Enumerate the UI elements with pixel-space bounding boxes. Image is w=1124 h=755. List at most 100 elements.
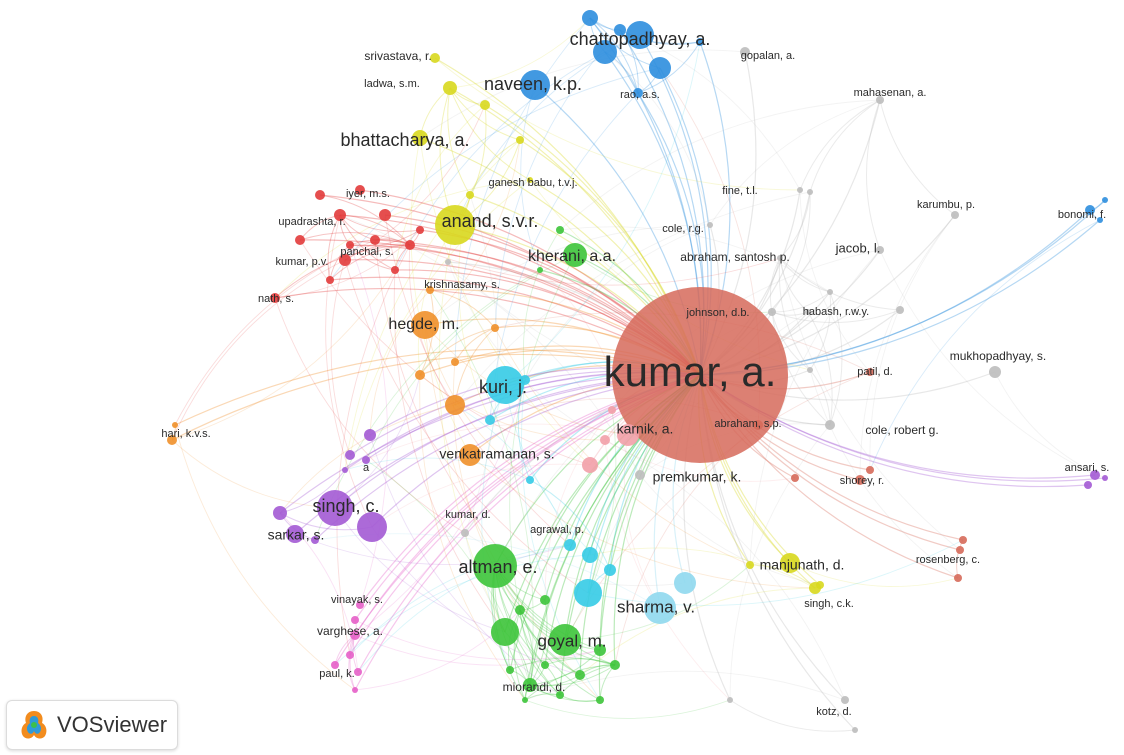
node-label[interactable]: jacob, l. <box>835 240 881 255</box>
unlabeled-node[interactable] <box>866 466 874 474</box>
vosviewer-logo-badge[interactable]: VOSviewer <box>6 700 178 750</box>
node-rao-a-s[interactable] <box>633 88 643 98</box>
unlabeled-node[interactable] <box>574 579 602 607</box>
unlabeled-node[interactable] <box>1084 481 1092 489</box>
node-label[interactable]: altman, e. <box>458 557 537 577</box>
unlabeled-node[interactable] <box>807 367 813 373</box>
node-label[interactable]: kuri, j. <box>479 377 527 397</box>
unlabeled-node[interactable] <box>556 691 564 699</box>
node-label[interactable]: chattopadhyay, a. <box>570 29 711 49</box>
unlabeled-node[interactable] <box>556 226 564 234</box>
node-label[interactable]: kherani, a.a. <box>528 248 616 265</box>
node-label[interactable]: anand, s.v.r. <box>442 211 539 231</box>
node-upadrashta-r[interactable] <box>379 209 391 221</box>
node-label[interactable]: fine, t.l. <box>722 185 757 197</box>
node-label[interactable]: bhattacharya, a. <box>340 130 469 150</box>
unlabeled-node[interactable] <box>674 572 696 594</box>
unlabeled-node[interactable] <box>600 435 610 445</box>
node-singh-c-k[interactable] <box>809 582 821 594</box>
unlabeled-node[interactable] <box>351 616 359 624</box>
unlabeled-node[interactable] <box>334 209 346 221</box>
unlabeled-node[interactable] <box>491 618 519 646</box>
unlabeled-node[interactable] <box>593 40 617 64</box>
node-label[interactable]: hari, k.v.s. <box>161 428 210 440</box>
node-label[interactable]: hegde, m. <box>388 316 459 333</box>
node-label[interactable]: johnson, d.b. <box>686 307 750 319</box>
node-label[interactable]: sharma, v. <box>617 597 695 616</box>
unlabeled-node[interactable] <box>345 450 355 460</box>
node-label[interactable]: habash, r.w.y. <box>803 306 869 318</box>
unlabeled-node[interactable] <box>315 190 325 200</box>
node-anand-s-v-r[interactable] <box>435 205 475 245</box>
node-abraham-santosh-p[interactable] <box>777 255 783 261</box>
node-iyer-m-s[interactable] <box>355 185 365 195</box>
node-mukhopadhyay-s[interactable] <box>989 366 1001 378</box>
unlabeled-node[interactable] <box>608 406 616 414</box>
node-label[interactable]: kotz, d. <box>816 706 851 718</box>
unlabeled-node[interactable] <box>364 429 376 441</box>
node-rosenberg-c[interactable] <box>956 546 964 554</box>
node-label[interactable]: mahasenan, a. <box>854 87 927 99</box>
unlabeled-node[interactable] <box>746 561 754 569</box>
node-label[interactable]: varghese, a. <box>317 624 383 638</box>
node-label[interactable]: manjunath, d. <box>760 557 845 573</box>
node-kumar-p-v[interactable] <box>339 254 351 266</box>
unlabeled-node[interactable] <box>540 595 550 605</box>
unlabeled-node[interactable] <box>326 276 334 284</box>
node-label[interactable]: paul, k. <box>319 668 354 680</box>
node-label[interactable]: rao, a.s. <box>620 89 660 101</box>
node-label[interactable]: krishnasamy, s. <box>424 279 500 291</box>
node-label[interactable]: cole, robert g. <box>865 423 938 437</box>
node-label[interactable]: panchal, s. <box>340 246 393 258</box>
unlabeled-node[interactable] <box>426 286 434 294</box>
unlabeled-node[interactable] <box>954 574 962 582</box>
node-label[interactable]: singh, c. <box>312 496 379 516</box>
node-bonomi-f[interactable] <box>1085 205 1095 215</box>
unlabeled-node[interactable] <box>827 289 833 295</box>
node-kotz-d[interactable] <box>841 696 849 704</box>
unlabeled-node[interactable] <box>370 235 380 245</box>
node-label[interactable]: shorey, r. <box>840 475 884 487</box>
node-label[interactable]: abraham, s.p. <box>714 418 781 430</box>
node-label[interactable]: kumar, p.v. <box>276 256 329 268</box>
unlabeled-node[interactable] <box>516 136 524 144</box>
unlabeled-node[interactable] <box>451 358 459 366</box>
node-sharma-v[interactable] <box>644 592 676 624</box>
unlabeled-node[interactable] <box>959 536 967 544</box>
node-label[interactable]: vinayak, s. <box>331 594 383 606</box>
node-label[interactable]: venkatramanan, s. <box>439 446 554 462</box>
unlabeled-node[interactable] <box>614 24 626 36</box>
unlabeled-node[interactable] <box>1102 197 1108 203</box>
unlabeled-node[interactable] <box>357 512 387 542</box>
unlabeled-node[interactable] <box>791 474 799 482</box>
node-label[interactable]: gopalan, a. <box>741 50 795 62</box>
unlabeled-node[interactable] <box>610 660 620 670</box>
unlabeled-node[interactable] <box>649 57 671 79</box>
unlabeled-node[interactable] <box>575 670 585 680</box>
unlabeled-node[interactable] <box>346 651 354 659</box>
unlabeled-node[interactable] <box>485 415 495 425</box>
node-singh-c[interactable] <box>317 490 353 526</box>
node-ganesh-babu-t-v-j[interactable] <box>527 177 533 183</box>
node-miorandi-d[interactable] <box>523 678 537 692</box>
node-label[interactable]: singh, c.k. <box>804 598 854 610</box>
unlabeled-node[interactable] <box>696 38 704 46</box>
unlabeled-node[interactable] <box>466 191 474 199</box>
unlabeled-node[interactable] <box>506 666 514 674</box>
node-panchal-s[interactable] <box>405 240 415 250</box>
node-karnik-a[interactable] <box>617 424 639 446</box>
node-cole-r-g[interactable] <box>707 222 713 228</box>
node-hari-k-v-s[interactable] <box>167 435 177 445</box>
unlabeled-node[interactable] <box>852 727 858 733</box>
node-label[interactable]: bonomi, f. <box>1058 209 1106 221</box>
unlabeled-node[interactable] <box>331 661 339 669</box>
node-agrawal-p[interactable] <box>564 539 576 551</box>
unlabeled-node[interactable] <box>346 241 354 249</box>
node-venkatramanan-s[interactable] <box>459 444 481 466</box>
node-jacob-l[interactable] <box>876 246 884 254</box>
node-label[interactable]: upadrashta, r. <box>278 216 345 228</box>
node-label[interactable]: sarkar, s. <box>268 527 325 543</box>
node-label[interactable]: mukhopadhyay, s. <box>950 349 1047 363</box>
node-label[interactable]: iyer, m.s. <box>346 188 390 200</box>
